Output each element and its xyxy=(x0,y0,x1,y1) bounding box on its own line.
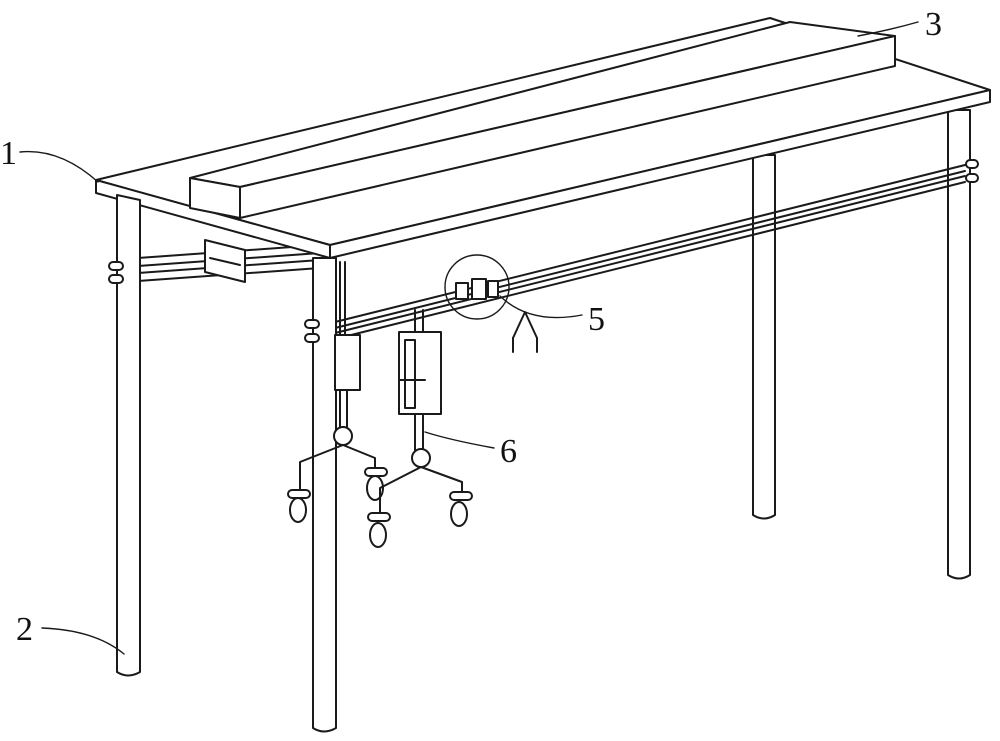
callout-3: 3 xyxy=(925,6,942,43)
callout-5: 5 xyxy=(588,301,605,338)
back-middle-leg xyxy=(753,155,775,519)
callout-2: 2 xyxy=(16,611,33,648)
front-right-leg xyxy=(313,258,336,732)
detail-arrow-icon xyxy=(513,312,537,352)
callout-6: 6 xyxy=(500,433,517,470)
callout-1: 1 xyxy=(0,135,17,172)
